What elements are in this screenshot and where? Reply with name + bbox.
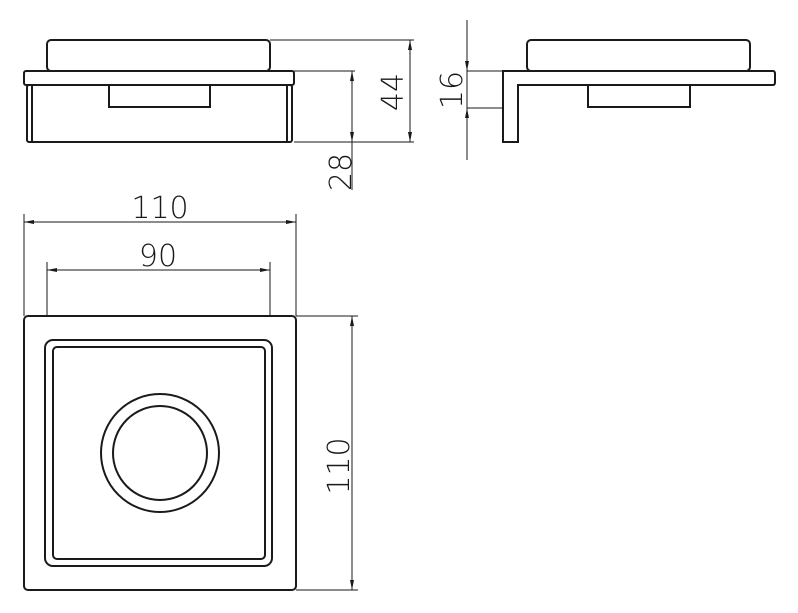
dim-16-label: 16 xyxy=(435,71,470,109)
dimension-28: 28 xyxy=(294,70,359,191)
dim-110-depth-label: 110 xyxy=(322,437,357,494)
dim-44-label: 44 xyxy=(376,73,411,111)
wall-base-front xyxy=(26,84,293,143)
tray-outer xyxy=(44,339,273,567)
dimension-110-depth: 110 xyxy=(296,315,358,591)
top-view xyxy=(23,315,297,591)
dim-28-label: 28 xyxy=(324,153,359,191)
plate-front xyxy=(23,70,295,86)
drain-ring-inner xyxy=(112,405,208,501)
bracket-side xyxy=(502,70,776,143)
drain-side xyxy=(587,86,691,108)
dim-90-label: 90 xyxy=(139,239,177,274)
cup-side xyxy=(526,39,751,72)
dimension-16: 16 xyxy=(435,20,503,160)
dimension-110-width: 110 xyxy=(23,191,297,316)
front-view xyxy=(23,39,295,143)
dimension-44: 44 xyxy=(270,39,414,143)
dim-110-width-label: 110 xyxy=(131,191,188,226)
drain-ring-outer xyxy=(100,393,220,513)
tray-inner xyxy=(52,346,266,560)
side-view xyxy=(502,39,776,143)
cup-front xyxy=(46,39,271,72)
plate-top xyxy=(23,315,297,591)
drain-front xyxy=(108,86,211,108)
dimension-90: 90 xyxy=(46,239,271,316)
